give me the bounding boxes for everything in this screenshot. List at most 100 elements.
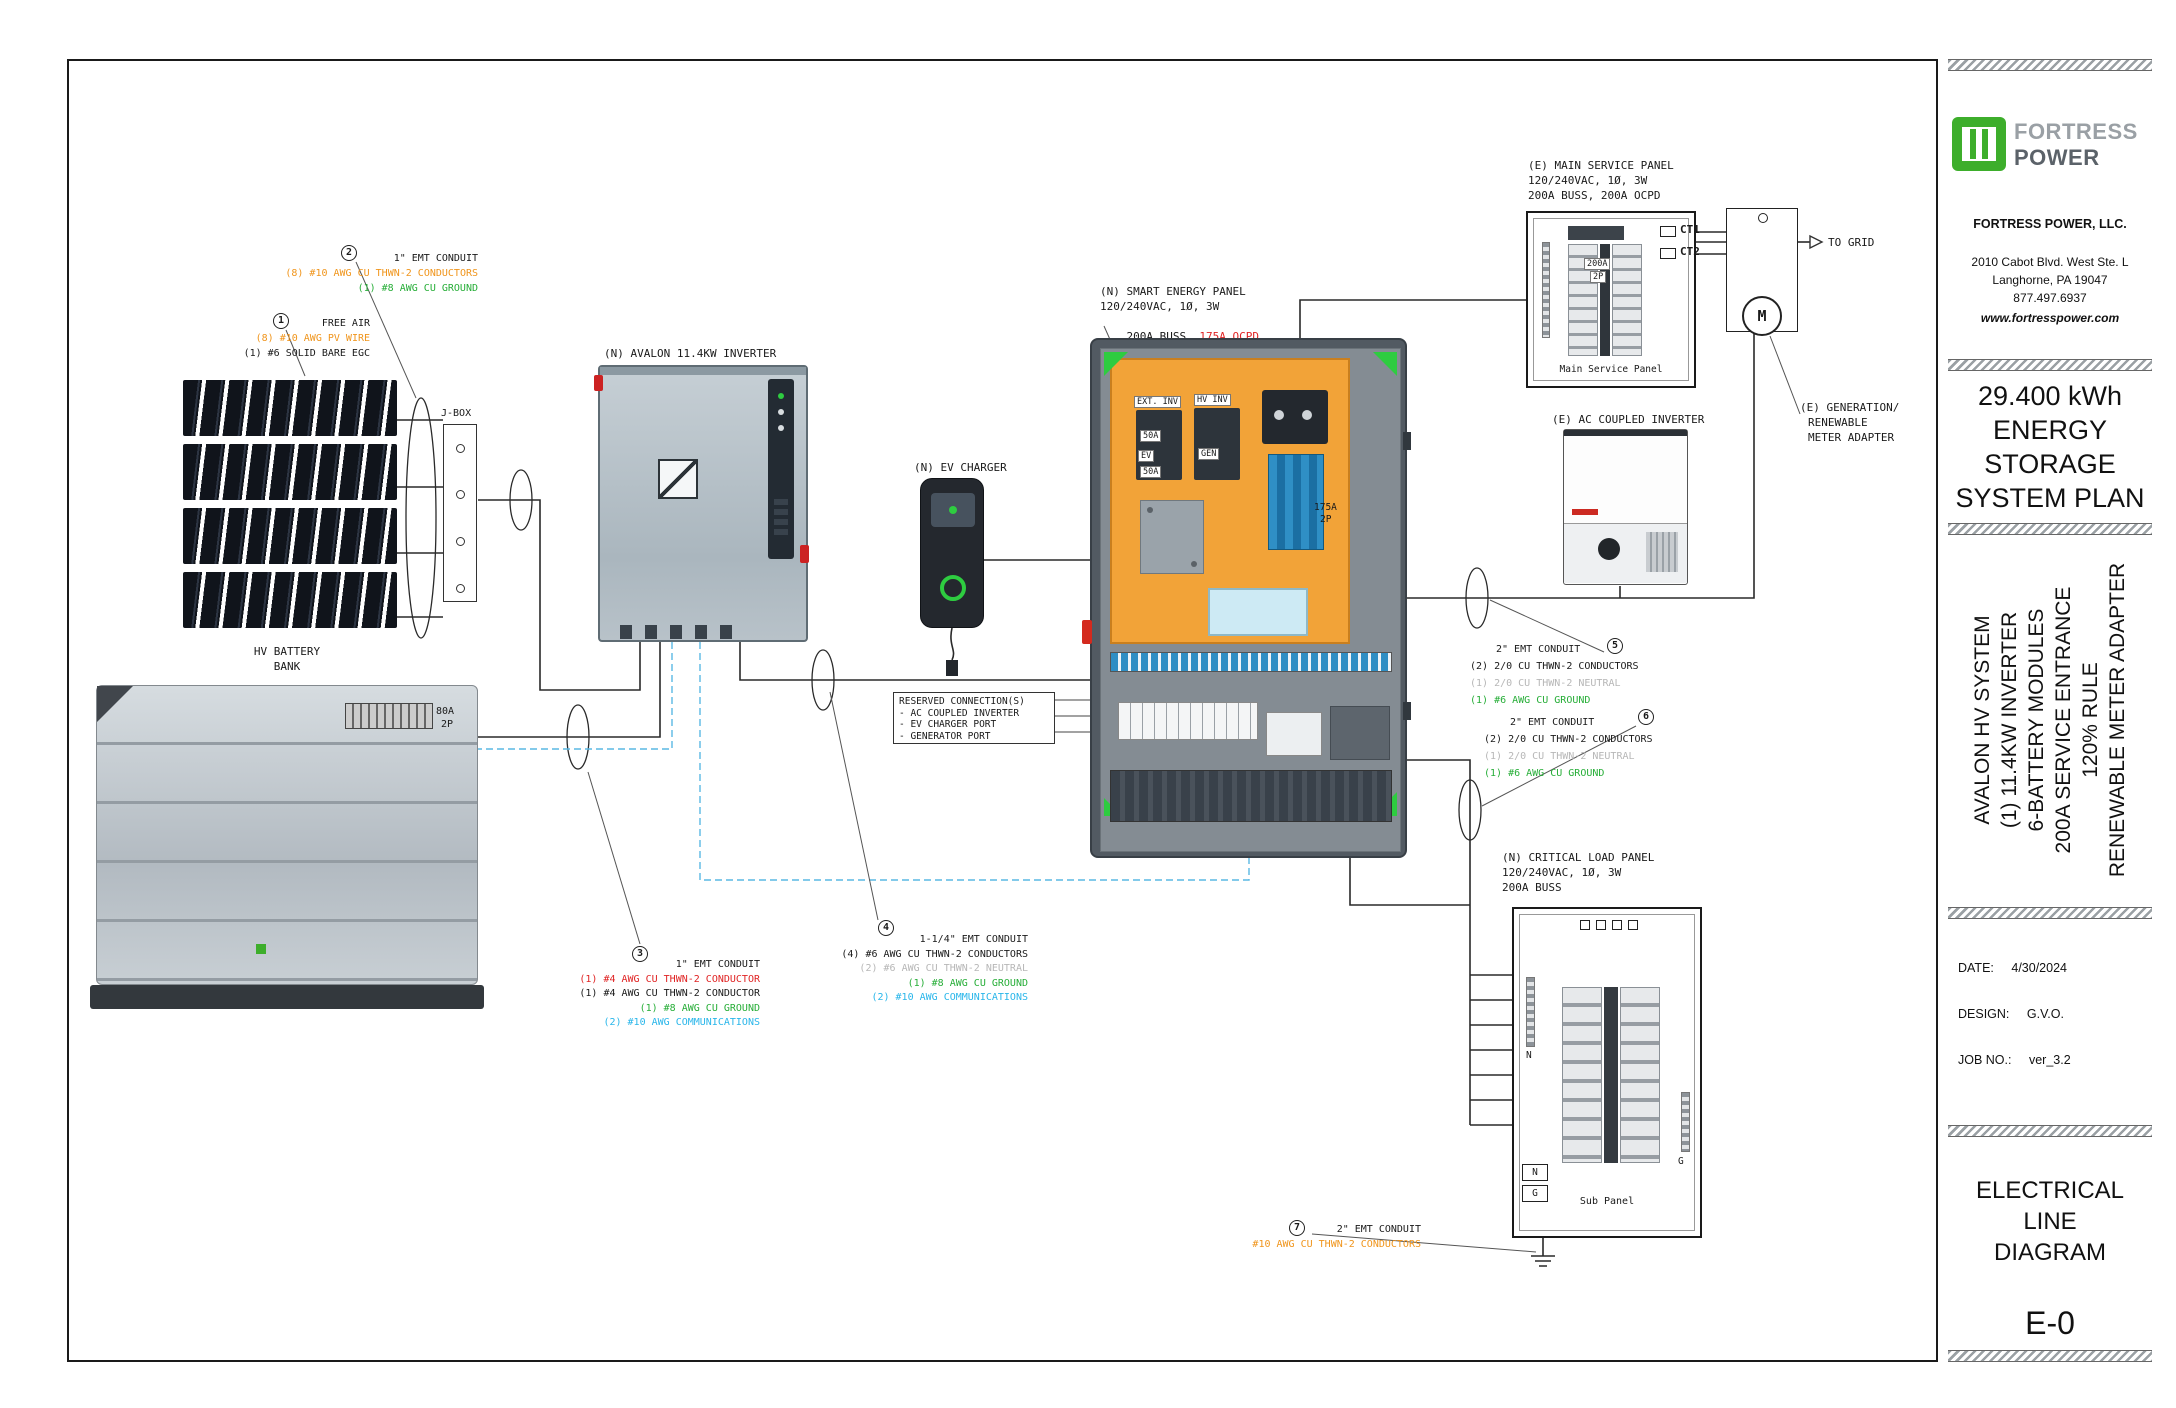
inverter-top-strip xyxy=(600,367,806,375)
battery-label-2: BANK xyxy=(273,660,301,673)
meter-label-3: METER ADAPTER xyxy=(1808,431,1895,444)
main-service-panel: 200A 2P Main Service Panel xyxy=(1526,211,1696,388)
callout-4-line-1: 1-1/4" EMT CONDUIT xyxy=(919,934,1028,945)
callout-6-line-3: (1) 2/0 CU THWN-2 NEUTRAL xyxy=(1484,751,1635,762)
msp-label-2: 120/240VAC, 1Ø, 3W xyxy=(1528,174,1648,187)
hatch-bar xyxy=(1948,907,2152,919)
sheet-number: E-0 xyxy=(2025,1305,2075,1341)
smart-energy-panel: EXT. INV HV INV 50A EV 50A GEN 175A 2P xyxy=(1090,338,1411,858)
din-module xyxy=(1266,712,1322,756)
address-line: 877.497.6937 xyxy=(2013,291,2087,305)
drawing-border xyxy=(67,59,1938,1362)
callout-5-line-2: (2) 2/0 CU THWN-2 CONDUCTORS xyxy=(1470,661,1639,672)
sheet-title-line: ELECTRICAL xyxy=(1975,1177,2125,1204)
callout-4-line-4: (1) #8 AWG CU GROUND xyxy=(907,977,1028,989)
pv-row xyxy=(183,508,397,564)
callout-5-line-3: (1) 2/0 CU THWN-2 NEUTRAL xyxy=(1470,678,1621,689)
contactor-dot xyxy=(1302,410,1312,420)
callout-3-line-4: (1) #8 AWG CU GROUND xyxy=(639,1002,760,1014)
system-line: 200A SERVICE ENTRANCE xyxy=(2052,586,2075,854)
inverter-connector xyxy=(695,625,707,639)
clp-g-text: G xyxy=(1532,1188,1538,1199)
inverter-clamp-red xyxy=(800,545,809,563)
smart-panel-label-1: (N) SMART ENERGY PANEL xyxy=(1100,285,1246,298)
ac-inverter-fins xyxy=(1646,532,1678,572)
jbox-label: J-BOX xyxy=(441,408,472,419)
callout-5-bubble: 5 xyxy=(1607,638,1623,654)
clp-center-bus xyxy=(1604,987,1618,1163)
hv-battery-bank xyxy=(96,685,478,985)
inverter-connector xyxy=(620,625,632,639)
job-value: ver_3.2 xyxy=(2028,1053,2071,1067)
design-label: DESIGN: xyxy=(1958,1007,2010,1021)
jbox-terminal xyxy=(456,444,465,453)
inverter-connector xyxy=(645,625,657,639)
callout-2-bubble: 2 xyxy=(341,245,357,261)
callout-3-line-2: (1) #4 AWG CU THWN-2 CONDUCTOR xyxy=(579,973,760,985)
ac-inverter-knob xyxy=(1598,538,1620,560)
msp-breaker-poles: 2P xyxy=(1590,271,1607,283)
jbox-terminal xyxy=(456,584,465,593)
clp-caption: Sub Panel xyxy=(1579,1196,1635,1207)
msp-label-1: (E) MAIN SERVICE PANEL xyxy=(1528,159,1674,172)
callout-1-notes: FREE AIR(8) #10 AWG PV WIRE(1) #6 SOLID … xyxy=(228,316,370,361)
sheet-title-line: LINE xyxy=(2023,1208,2077,1235)
smart-panel-label-2: 120/240VAC, 1Ø, 3W xyxy=(1100,300,1220,313)
shutoff-handle-red xyxy=(1082,620,1092,644)
bolt xyxy=(1191,561,1197,567)
inverter-label: (N) AVALON 11.4KW INVERTER xyxy=(604,347,777,360)
jbox-terminal xyxy=(456,537,465,546)
msp-breaker-amps: 200A xyxy=(1584,258,1611,270)
ev-charger-label: (N) EV CHARGER xyxy=(914,461,1007,474)
clp-label-1: (N) CRITICAL LOAD PANEL xyxy=(1502,851,1655,864)
ev-status-led xyxy=(949,506,957,514)
callout-3-line-1: 1" EMT CONDUIT xyxy=(675,959,760,970)
plan-title-line: 29.400 kWh xyxy=(1977,381,2123,411)
inverter-led-panel xyxy=(768,379,794,559)
callout-4-notes: 1-1/4" EMT CONDUIT(4) #6 AWG CU THWN-2 C… xyxy=(806,933,1028,1006)
reserved-item: - GENERATOR PORT xyxy=(899,730,991,742)
system-line: AVALON HV SYSTEM xyxy=(1971,615,1994,825)
inverter-led xyxy=(778,425,784,431)
inverter-vents xyxy=(774,499,788,539)
system-description-rotated: AVALON HV SYSTEM (1) 11.4KW INVERTER 6-B… xyxy=(1948,535,2152,905)
ev-charger xyxy=(920,478,984,628)
callout-7-line-1: 2" EMT CONDUIT xyxy=(1336,1224,1421,1235)
msp-main-breaker xyxy=(1568,226,1624,240)
hatch-bar xyxy=(1948,1350,2152,1362)
hv-inverter-breaker xyxy=(1194,408,1240,480)
pv-row xyxy=(183,444,397,500)
callout-1-bubble: 1 xyxy=(273,313,289,329)
pv-row xyxy=(183,380,397,436)
clp-interior xyxy=(1519,914,1695,1231)
reserved-connections-box: RESERVED CONNECTION(S) - AC COUPLED INVE… xyxy=(893,692,1055,744)
clp-lug xyxy=(1596,920,1606,930)
clp-lug xyxy=(1580,920,1590,930)
meter-knockout xyxy=(1758,213,1768,223)
msp-center-bus xyxy=(1600,244,1610,356)
display-screen xyxy=(1208,588,1308,636)
clp-breaker-column xyxy=(1562,987,1602,1163)
bolt xyxy=(1147,507,1153,513)
hv-inv-label: HV INV xyxy=(1194,394,1231,406)
system-line: RENEWABLE METER ADAPTER xyxy=(2106,562,2129,878)
battery-breaker-poles: 2P xyxy=(441,719,454,730)
breaker-50a-label: 50A xyxy=(1140,466,1162,478)
company-name: FORTRESS POWER, LLC. xyxy=(1973,217,2127,231)
callout-2-line-3: (1) #8 AWG CU GROUND xyxy=(357,283,478,294)
callout-2-line-1: 1" EMT CONDUIT xyxy=(393,253,478,264)
date-value: 4/30/2024 xyxy=(2011,961,2067,975)
system-line: (1) 11.4KW INVERTER xyxy=(1998,611,2021,829)
callout-1-line-2: (8) #10 AWG PV WIRE xyxy=(255,333,370,344)
plan-title-line: STORAGE xyxy=(1984,449,2116,479)
clp-breaker-column xyxy=(1620,987,1660,1163)
ac-inverter-brand-mark xyxy=(1572,509,1598,515)
hinge xyxy=(1403,702,1411,720)
msp-neutral-bus xyxy=(1542,242,1550,338)
ct2-label: CT2 xyxy=(1680,245,1700,258)
reserved-item: - AC COUPLED INVERTER xyxy=(899,707,1020,719)
fortress-logo-glyph xyxy=(1962,127,1996,161)
ct-sensor-1 xyxy=(1660,226,1676,237)
job-label: JOB NO.: xyxy=(1958,1053,2012,1067)
busbar-block xyxy=(1268,454,1324,550)
